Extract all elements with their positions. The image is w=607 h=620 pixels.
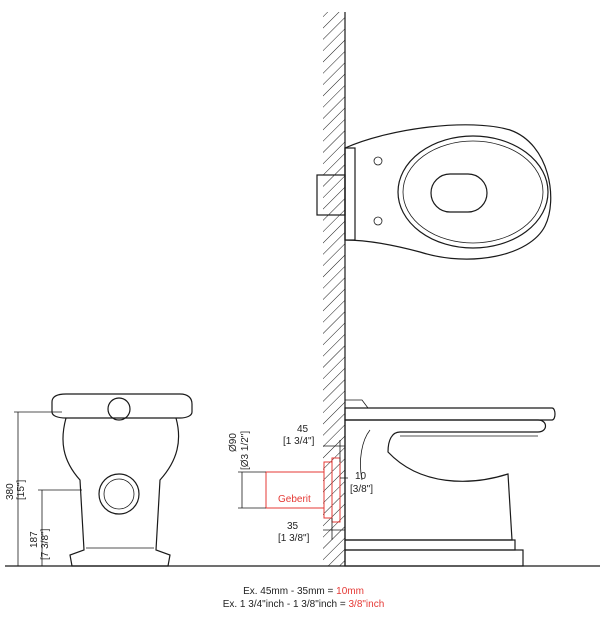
toilet-top-view bbox=[316, 124, 552, 260]
gap-mm: 10 bbox=[355, 471, 367, 482]
wall-projection-mm: 45 bbox=[297, 424, 309, 435]
wall-depth-mm: 35 bbox=[287, 521, 299, 532]
dim-wall-depth: 35 [1 3/8"] bbox=[278, 518, 345, 544]
wall-projection-in: [1 3/4"] bbox=[283, 436, 315, 447]
formula-mm: Ex. 45mm - 35mm = 10mm bbox=[0, 586, 607, 597]
toilet-front-view bbox=[51, 393, 193, 567]
pipe-diameter-in: [Ø3 1/2"] bbox=[240, 431, 251, 470]
gap-in: [3/8"] bbox=[350, 484, 373, 495]
dim-pipe-diameter: Ø90 [Ø3 1/2"] bbox=[228, 431, 266, 509]
formula-inch: Ex. 1 3/4"inch - 1 3/8"inch = 3/8"inch bbox=[0, 599, 607, 610]
total-height-mm: 380 bbox=[5, 483, 16, 500]
dim-wall-projection: 45 [1 3/4"] bbox=[283, 424, 345, 462]
cistern-brand-label: Geberit bbox=[278, 494, 311, 505]
total-height-in: [15"] bbox=[16, 480, 27, 500]
dim-total-height: 380 [15"] bbox=[5, 411, 62, 567]
wall bbox=[323, 12, 346, 566]
pipe-diameter-mm: Ø90 bbox=[228, 433, 239, 452]
outlet-height-mm: 187 bbox=[29, 531, 40, 548]
toilet-side-view bbox=[344, 399, 556, 567]
dim-outlet-height: 187 [7 3/8"] bbox=[29, 489, 82, 566]
formula-inch-result: 3/8"inch bbox=[348, 599, 385, 610]
geberit-cistern: Geberit bbox=[265, 457, 341, 523]
formula-mm-result: 10mm bbox=[336, 586, 364, 597]
outlet-height-in: [7 3/8"] bbox=[40, 528, 51, 560]
dim-gap: 10 [3/8"] bbox=[340, 471, 373, 495]
formula-inch-prefix: Ex. 1 3/4"inch - 1 3/8"inch = bbox=[222, 599, 349, 610]
formula-mm-prefix: Ex. 45mm - 35mm = bbox=[243, 586, 337, 597]
wall-depth-in: [1 3/8"] bbox=[278, 533, 310, 544]
